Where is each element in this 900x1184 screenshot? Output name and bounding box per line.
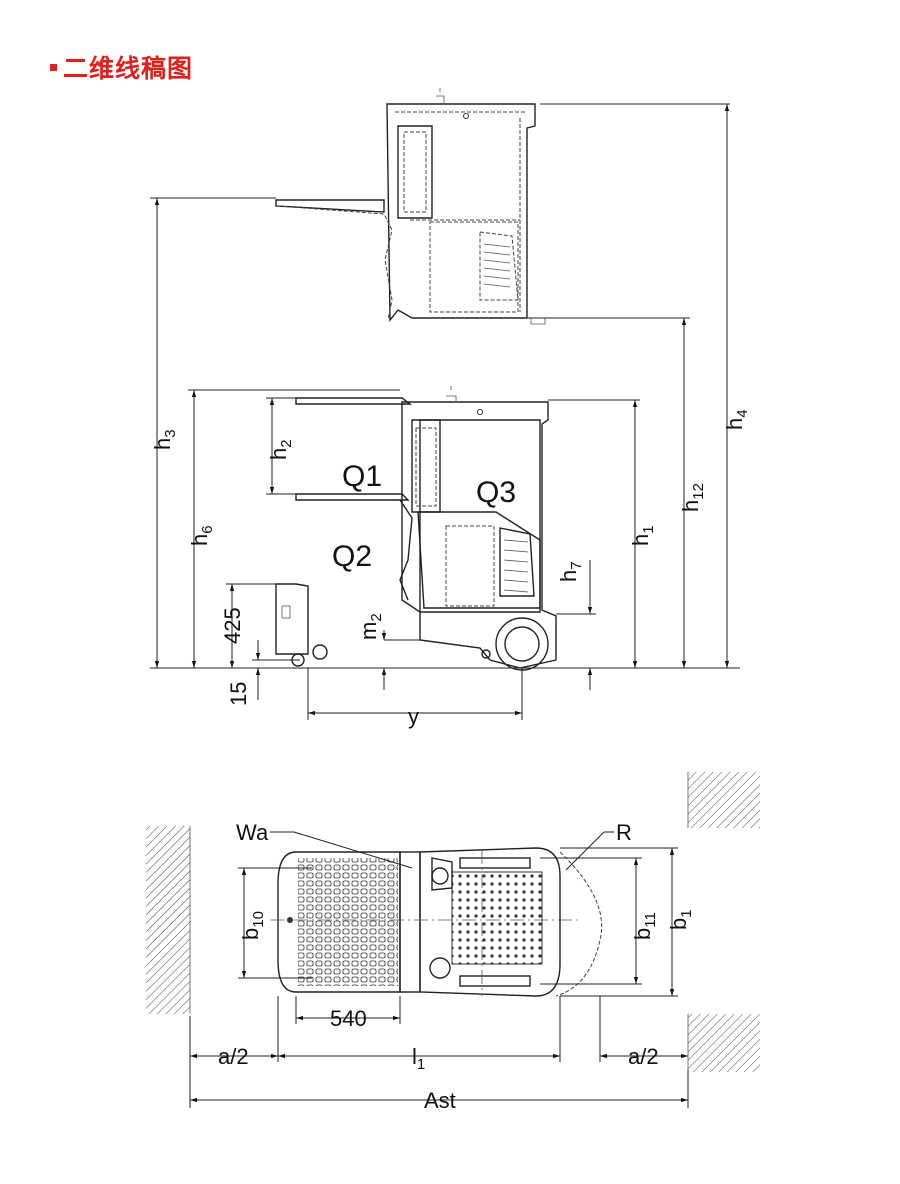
label-h1: h1 xyxy=(628,525,657,546)
label-b10: b10 xyxy=(238,911,267,940)
label-h6: h6 xyxy=(187,525,216,546)
label-h2: h2 xyxy=(266,439,295,460)
page-title: 二维线稿图 xyxy=(63,54,194,83)
aisle-wall-left xyxy=(146,826,190,1014)
side-labels: h3 h4 h12 h6 h2 h1 h7 m2 425 15 y Q1 Q2 … xyxy=(150,409,751,729)
side-dimensions xyxy=(150,103,740,720)
label-m2: m2 xyxy=(356,613,385,640)
top-view: Wa R b10 b11 b1 540 a/2 l1 a/2 Ast xyxy=(146,772,760,1113)
label-h7: h7 xyxy=(556,561,585,582)
aisle-wall-top-right xyxy=(688,772,760,828)
section-header: 二维线稿图 xyxy=(50,50,193,84)
aisle-wall-bottom-right xyxy=(688,1014,760,1072)
label-q2: Q2 xyxy=(332,540,372,573)
label-q1: Q1 xyxy=(342,460,382,493)
label-a2-left: a/2 xyxy=(218,1044,249,1069)
label-h12: h12 xyxy=(678,483,707,512)
label-l1: l1 xyxy=(412,1044,425,1073)
top-dimensions xyxy=(189,831,689,1108)
label-h4: h4 xyxy=(722,409,751,430)
bullet-icon xyxy=(50,63,57,71)
label-b1: b1 xyxy=(666,909,695,930)
label-15: 15 xyxy=(226,682,251,706)
label-425: 425 xyxy=(220,607,245,644)
top-labels: Wa R b10 b11 b1 540 a/2 l1 a/2 Ast xyxy=(218,820,695,1113)
raised-platform-outline xyxy=(275,88,546,325)
truck-body-outline xyxy=(275,386,560,671)
label-y: y xyxy=(408,704,419,729)
truck-top-outline xyxy=(270,847,603,997)
label-q3: Q3 xyxy=(476,476,516,509)
label-540: 540 xyxy=(330,1006,367,1031)
label-wa: Wa xyxy=(236,820,269,845)
label-ast: Ast xyxy=(424,1088,456,1113)
label-b11: b11 xyxy=(630,912,659,940)
label-h3: h3 xyxy=(150,429,179,450)
label-a2-right: a/2 xyxy=(628,1044,659,1069)
label-r: R xyxy=(616,820,632,845)
side-view: h3 h4 h12 h6 h2 h1 h7 m2 425 15 y Q1 Q2 … xyxy=(150,88,751,729)
